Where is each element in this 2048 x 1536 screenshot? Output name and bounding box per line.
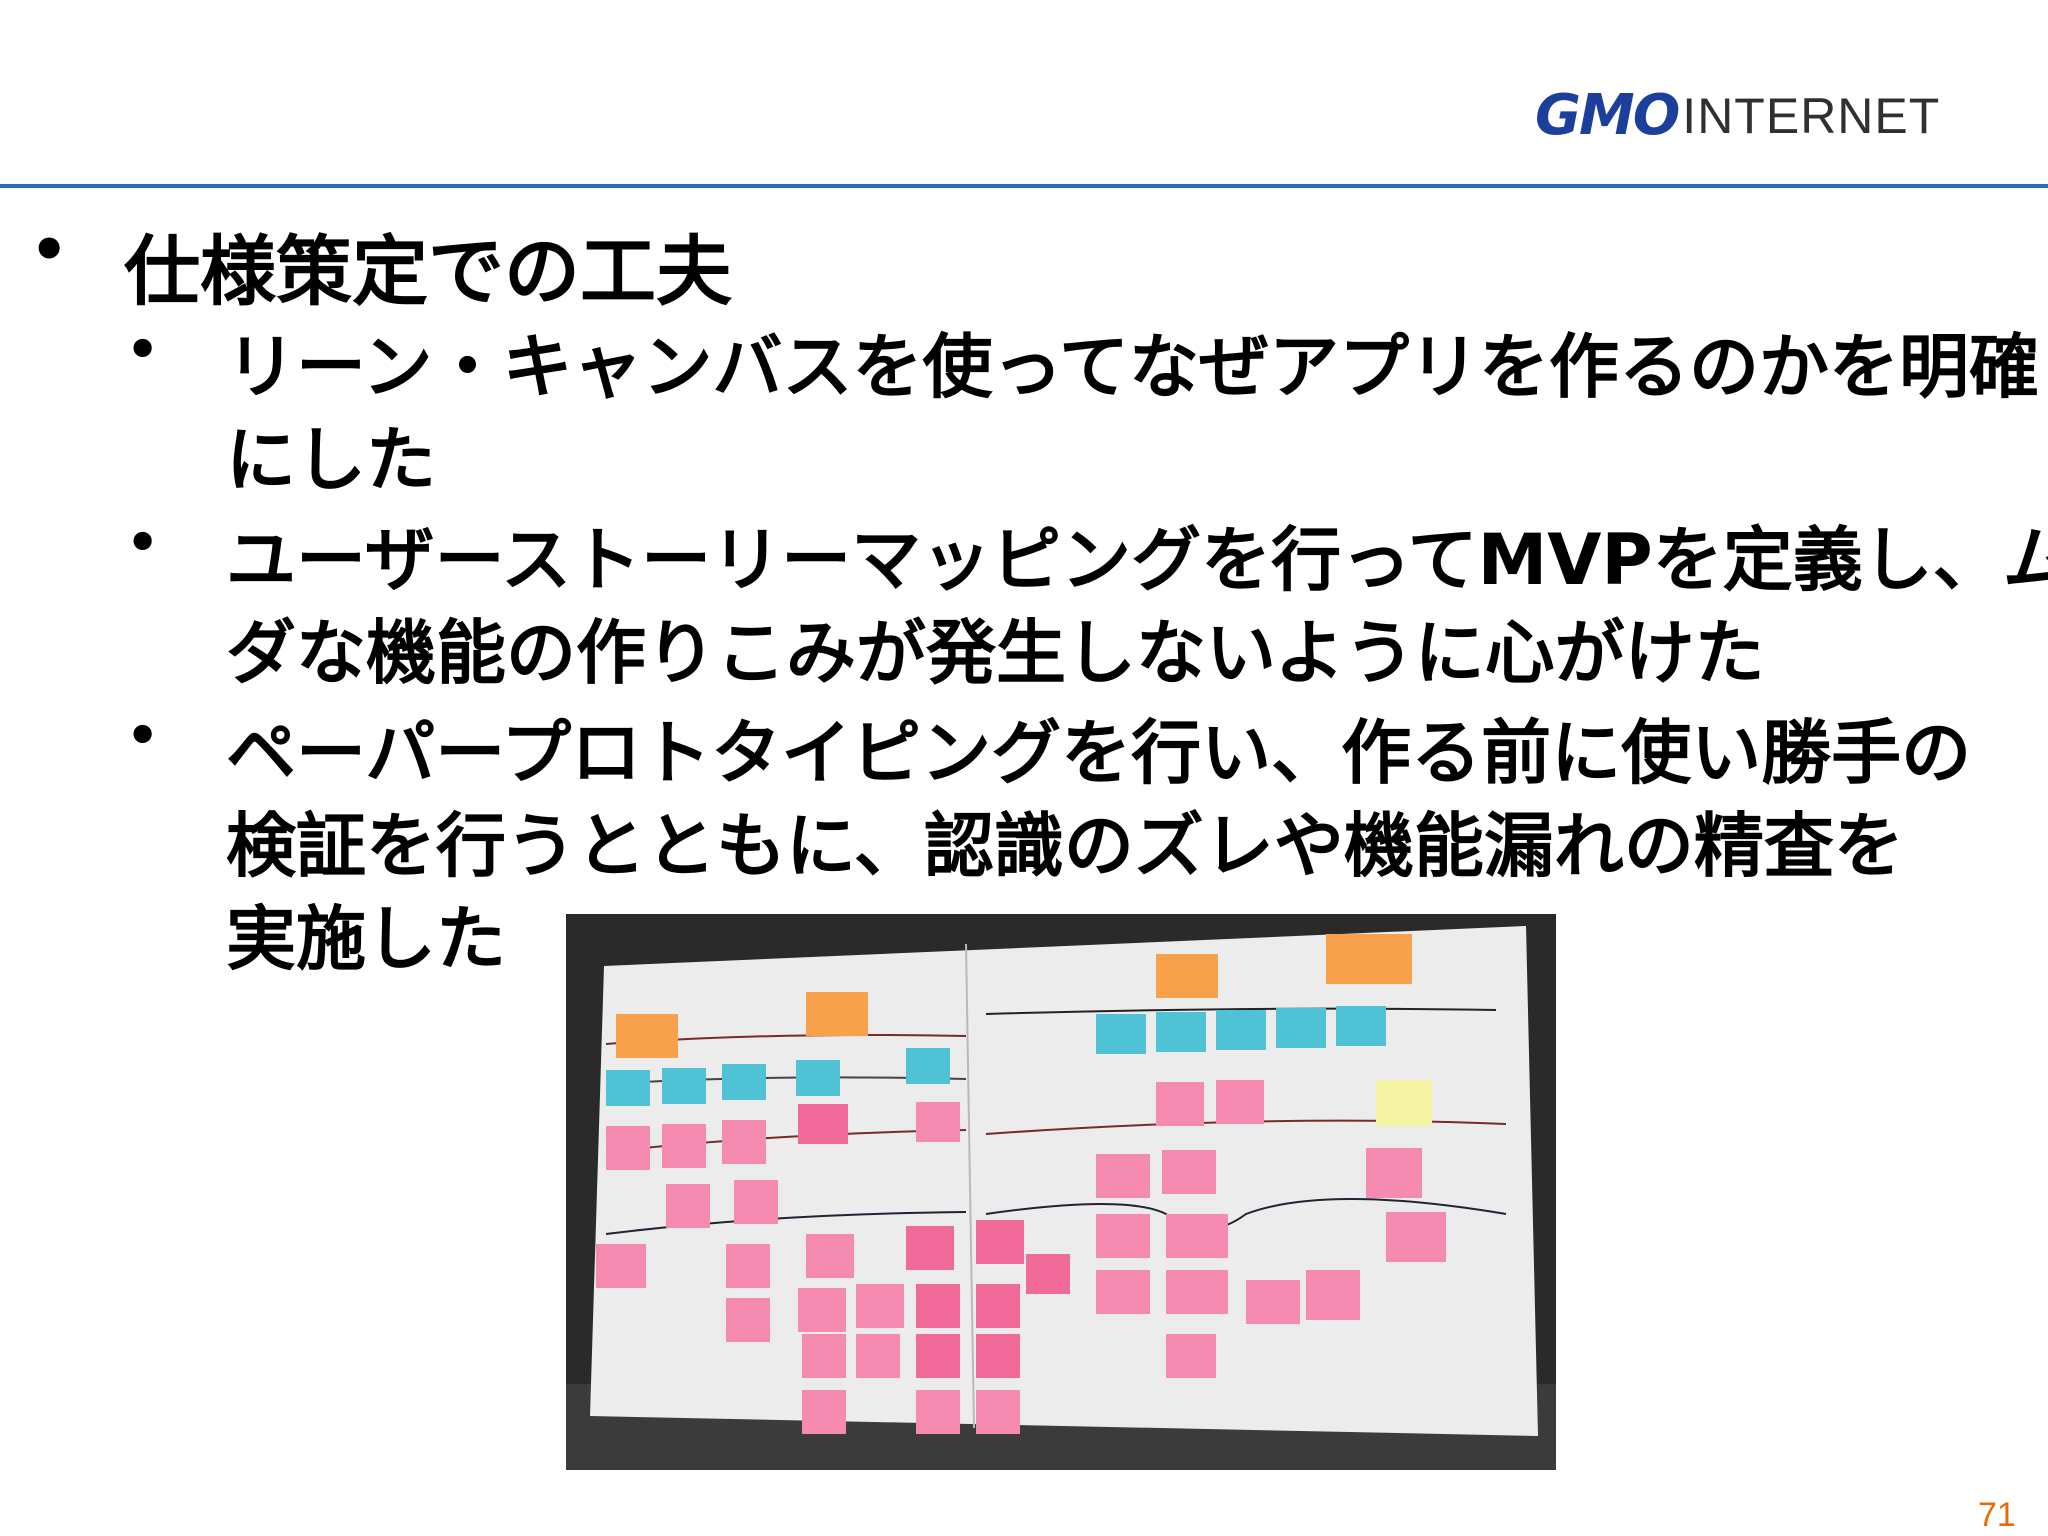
sticky-notes: [596, 934, 1446, 1434]
bullet-text-line: 検証を行うとともに、認識のズレや機能漏れの精査を: [226, 805, 1904, 887]
bullet-text-line: 実施した: [226, 898, 506, 980]
bullet-text-line: にした: [226, 419, 436, 501]
header-divider: [0, 184, 2048, 188]
slide-heading: 仕様策定での工夫: [124, 227, 732, 316]
page-number: 71: [1978, 1496, 2016, 1534]
bullet-marker: •: [126, 320, 160, 380]
bullet-text-line: ユーザーストーリーマッピングを行ってMVPを定義し、ム: [226, 519, 2048, 601]
logo-gmo-text: GMO: [1535, 83, 1680, 148]
bullet-marker: •: [126, 513, 160, 573]
bullet-marker: •: [126, 706, 160, 766]
story-map-board: [566, 914, 1556, 1470]
bullet-text-line: ダな機能の作りこみが発生しないように心がけた: [226, 612, 1765, 694]
logo-internet-text: INTERNET: [1682, 88, 1941, 144]
bullet-text-line: リーン・キャンバスを使ってなぜアプリを作るのかを明確: [226, 326, 2039, 408]
gmo-internet-logo: GMO INTERNET: [1535, 83, 1941, 148]
story-map-photo: [566, 914, 1556, 1470]
bullet-marker: •: [30, 215, 69, 285]
bullet-text-line: ペーパープロトタイピングを行い、作る前に使い勝手の: [226, 712, 1972, 794]
